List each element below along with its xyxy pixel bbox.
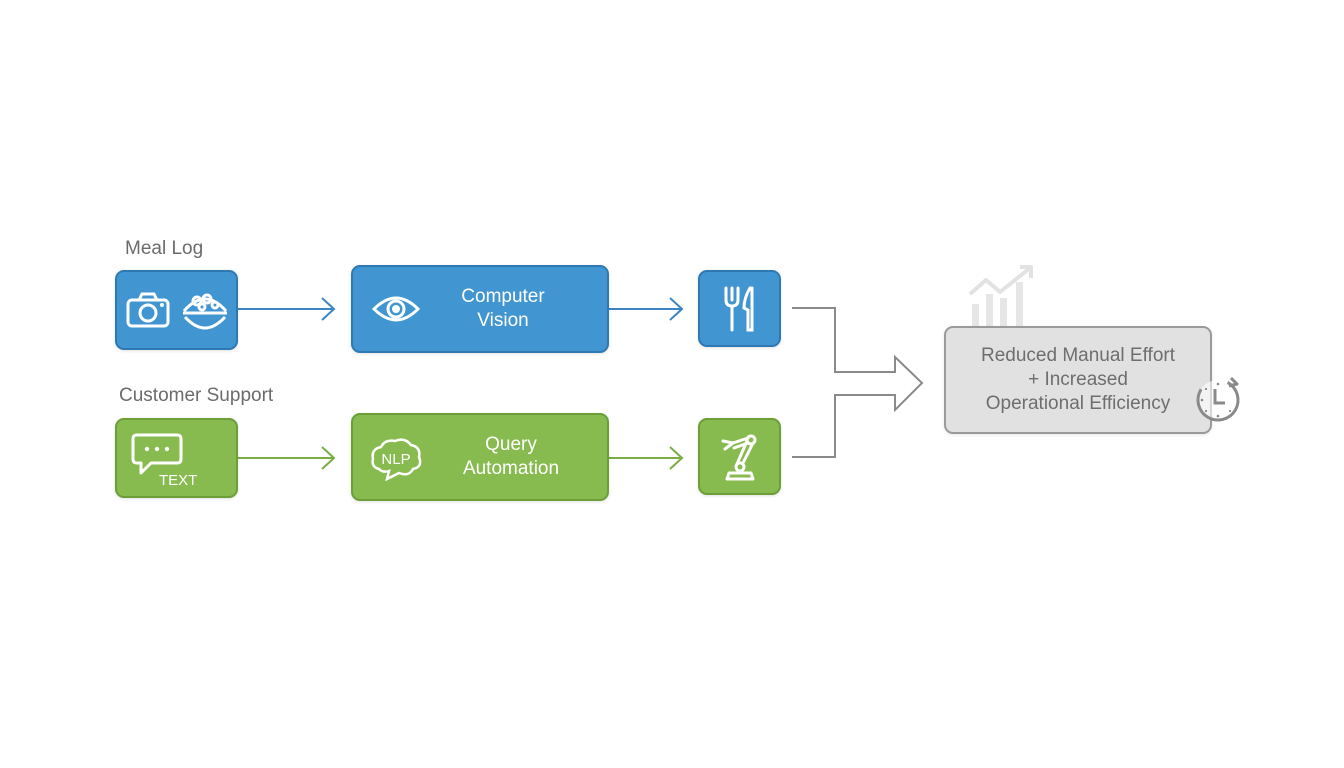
query-automation-line1: Query: [485, 434, 537, 455]
outcome-line3: Operational Efficiency: [985, 393, 1171, 414]
merge-arrow: [792, 307, 924, 458]
query-automation-box: NLP Query Automation: [351, 413, 609, 501]
support-output-box: [698, 418, 781, 495]
growth-chart-icon: [968, 265, 1033, 330]
arrow-query-to-output: [608, 446, 684, 470]
row-label-meal-log: Meal Log: [125, 238, 204, 259]
computer-vision-line2: Vision: [477, 310, 529, 331]
camera-icon: [126, 292, 169, 328]
robot-arm-icon: [721, 434, 756, 480]
arrow-support-to-query: [237, 446, 336, 470]
clock-icon: [1196, 376, 1240, 422]
query-automation-line2: Automation: [462, 458, 560, 479]
meal-output-box: [698, 270, 781, 347]
chat-bubble-icon: [131, 433, 183, 475]
fork-knife-icon: [724, 286, 753, 331]
outcome-box: Reduced Manual Effort + Increased Operat…: [944, 326, 1212, 434]
food-bowl-icon: [182, 293, 227, 330]
nlp-icon-text: NLP: [381, 451, 410, 468]
nlp-cloud-icon: NLP: [371, 438, 422, 481]
computer-vision-line1: Computer: [461, 286, 545, 307]
arrow-meal-to-vision: [237, 297, 336, 321]
text-caption: TEXT: [159, 472, 198, 489]
outcome-line2: + Increased: [1028, 369, 1128, 390]
outcome-line1: Reduced Manual Effort: [981, 345, 1175, 366]
computer-vision-box: Computer Vision: [351, 265, 609, 353]
row-label-customer-support: Customer Support: [119, 385, 274, 406]
eye-icon: [371, 296, 421, 322]
customer-support-input-box: TEXT: [115, 418, 238, 498]
arrow-vision-to-output: [608, 297, 684, 321]
meal-log-input-box: [115, 270, 238, 350]
